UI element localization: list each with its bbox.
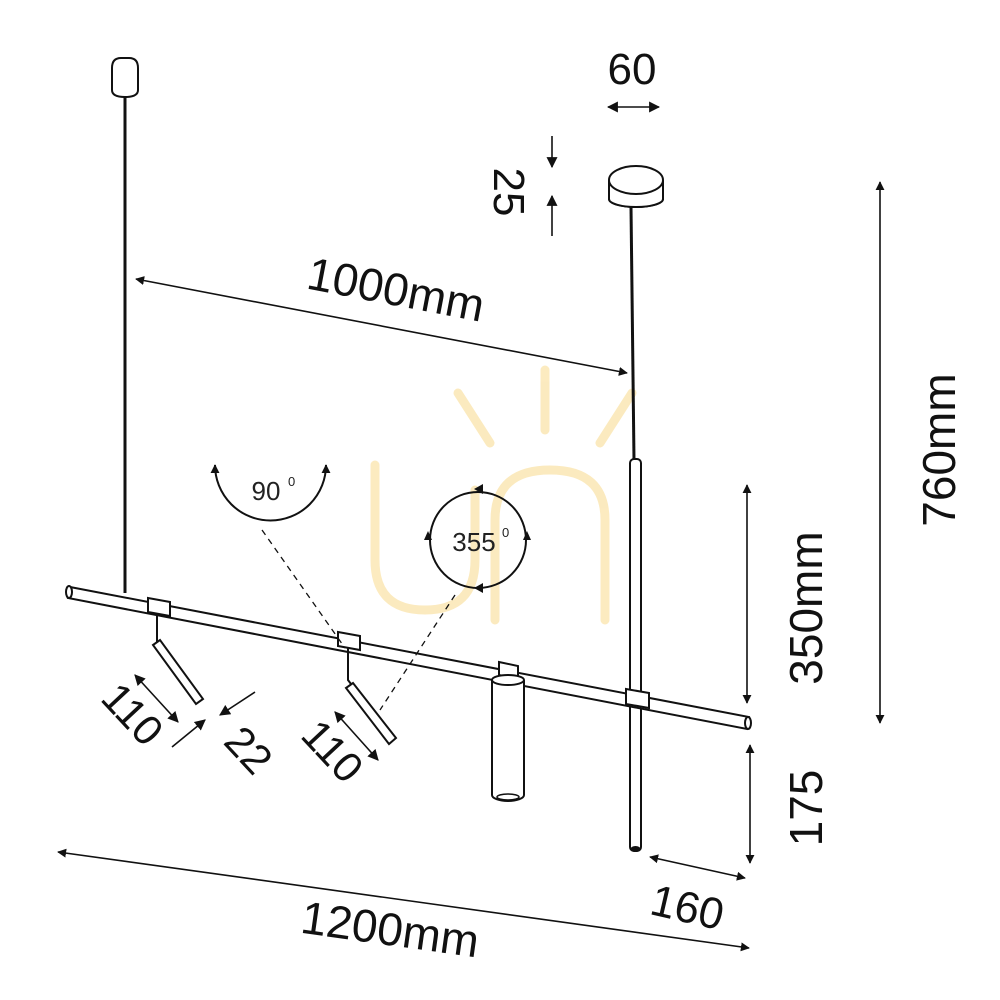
dim-rod-offset: 160 xyxy=(646,876,729,940)
tilt-angle-label: 90 0 xyxy=(252,474,296,506)
spotlight-left xyxy=(147,596,205,706)
dimension-lines xyxy=(57,101,885,952)
rotation-angle-label: 355 0 xyxy=(452,525,509,557)
rotation-angle-value: 355 xyxy=(452,527,495,557)
horizontal-track-bar xyxy=(65,585,752,731)
vertical-rod-light xyxy=(629,458,642,852)
brand-watermark-logo xyxy=(370,365,637,625)
dim-total-length: 1200mm xyxy=(298,891,482,967)
dim-suspension-spacing: 1000mm xyxy=(303,247,489,332)
dim-spot-length-middle: 110 xyxy=(293,711,373,792)
left-hook-canopy xyxy=(111,57,139,99)
tilt-angle-unit: 0 xyxy=(288,474,295,489)
tilt-angle-symbol xyxy=(210,464,331,522)
dim-canopy-diameter: 60 xyxy=(608,45,657,94)
rod-connector xyxy=(625,687,650,710)
right-suspension-cable xyxy=(629,206,636,461)
tilt-angle-value: 90 xyxy=(252,476,281,506)
rotation-angle-symbol xyxy=(424,484,531,593)
dim-rod-drop: 175 xyxy=(780,770,832,847)
left-suspension xyxy=(111,57,139,593)
angle-leader-lines xyxy=(261,529,456,711)
rotation-angle-unit: 0 xyxy=(502,525,509,540)
dim-total-height: 760mm xyxy=(913,373,965,526)
right-suspension xyxy=(608,165,664,461)
dim-spot-length-left: 110 xyxy=(93,674,173,755)
dim-spot-diameter: 22 xyxy=(215,717,281,783)
pendant-cylinder xyxy=(491,660,525,802)
dim-rod-height: 350mm xyxy=(780,531,832,684)
dim-canopy-height: 25 xyxy=(484,168,533,217)
